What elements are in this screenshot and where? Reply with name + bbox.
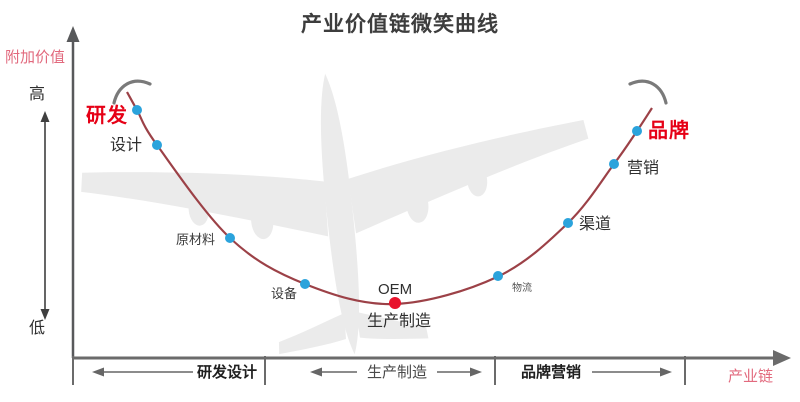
point-design xyxy=(152,140,162,150)
arrow-left-icon xyxy=(92,367,104,377)
arrow-right-icon xyxy=(660,367,672,377)
point-label-equipment: 设备 xyxy=(271,286,298,301)
point-label-logistics: 物流 xyxy=(512,283,532,294)
curve-points xyxy=(132,105,642,309)
arrow-right-icon xyxy=(470,367,482,377)
point-oem xyxy=(389,297,401,309)
segment-label-manufacturing: 生产制造 xyxy=(367,364,428,381)
point-label-design: 设计 xyxy=(110,137,143,154)
segment-label-brand-marketing: 品牌营销 xyxy=(521,364,582,381)
point-label-oem: OEM xyxy=(378,281,413,298)
y-axis-arrow-icon xyxy=(66,26,80,42)
point-raw-materials xyxy=(225,233,235,243)
airplane-silhouette xyxy=(81,73,589,355)
segment-label-rd-design: 研发设计 xyxy=(197,364,258,381)
y-axis xyxy=(66,26,80,358)
point-logistics xyxy=(493,271,503,281)
point-label-channel: 渠道 xyxy=(579,216,612,233)
point-label-marketing: 营销 xyxy=(627,160,660,177)
segment-arrows xyxy=(92,367,672,377)
value-range-arrow-icon xyxy=(40,111,50,320)
point-label-raw-materials: 原材料 xyxy=(176,232,216,247)
y-axis-high-label: 高 xyxy=(29,86,46,103)
y-axis-low-label: 低 xyxy=(29,320,46,337)
point-label-brand: 品牌 xyxy=(648,120,690,142)
page-title: 产业价值链微笑曲线 xyxy=(301,13,499,36)
x-axis-label: 产业链 xyxy=(728,368,774,385)
y-axis-label: 附加价值 xyxy=(5,49,66,66)
point-label-rd: 研发 xyxy=(86,105,128,127)
point-sublabel-oem: 生产制造 xyxy=(367,313,432,330)
point-marketing xyxy=(609,159,619,169)
x-axis-arrow-icon xyxy=(773,350,791,366)
point-rd xyxy=(132,105,142,115)
x-axis xyxy=(72,350,791,385)
point-brand xyxy=(632,126,642,136)
point-channel xyxy=(563,218,573,228)
arrow-left-icon xyxy=(310,367,322,377)
right-end-arc-icon xyxy=(628,79,668,105)
left-end-arc-icon xyxy=(112,79,152,105)
point-equipment xyxy=(300,279,310,289)
